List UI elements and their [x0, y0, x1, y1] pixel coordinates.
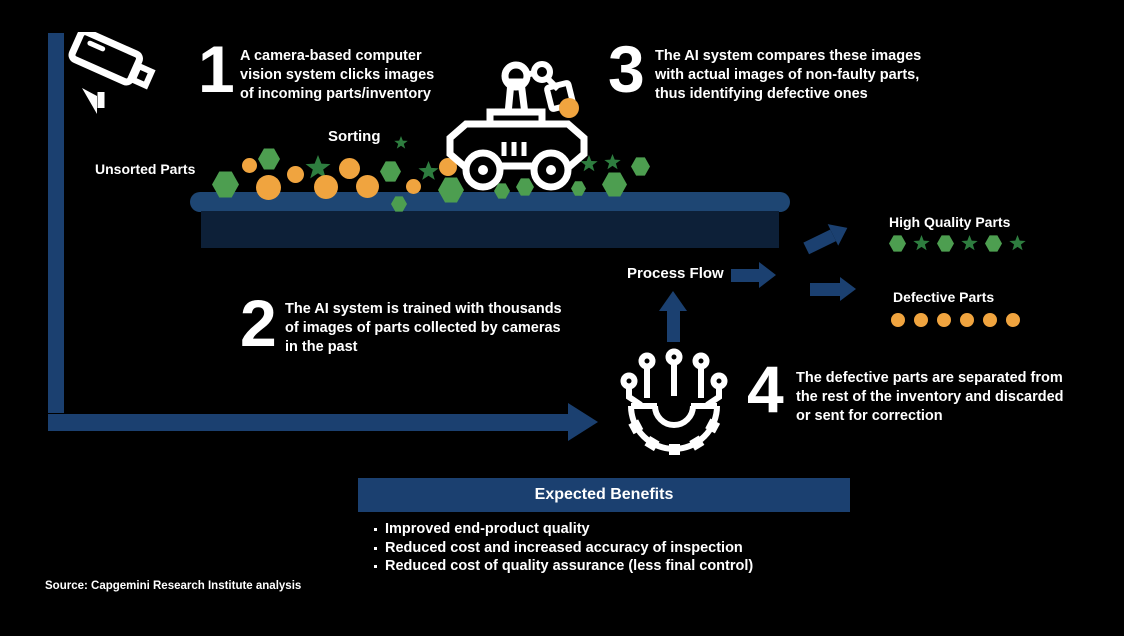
part-circle	[242, 158, 257, 173]
to-high-quality-arrow	[801, 217, 853, 259]
process-flow-right-arrow	[731, 262, 776, 288]
part-circle	[1006, 313, 1020, 327]
process-flow-label: Process Flow	[627, 265, 724, 282]
part-circle	[891, 313, 905, 327]
part-circle	[406, 179, 421, 194]
arrow-shaft	[803, 229, 836, 254]
benefit-item: Reduced cost of quality assurance (less …	[372, 557, 842, 576]
part-star	[418, 161, 439, 180]
benefits-list: Improved end-product quality Reduced cos…	[372, 520, 842, 576]
unsorted-parts-label: Unsorted Parts	[95, 161, 196, 177]
to-defective-arrow	[810, 277, 856, 301]
cctv-camera-icon	[68, 32, 156, 114]
part-star	[394, 136, 408, 149]
part-hexagon	[889, 235, 906, 252]
arrow-head	[759, 262, 776, 288]
arrow-head	[568, 403, 598, 441]
flow-vertical-bar	[48, 33, 64, 413]
step-2-text: The AI system is trained with thousands …	[285, 301, 562, 355]
expected-benefits-title: Expected Benefits	[534, 486, 674, 503]
arrow-shaft	[666, 311, 680, 342]
part-star	[961, 235, 978, 251]
arrow-shaft	[48, 413, 568, 431]
step-3-text: The AI system compares these images with…	[655, 48, 922, 102]
part-hexagon	[380, 161, 401, 182]
step-1-number: 1	[198, 32, 235, 106]
part-hexagon	[571, 181, 586, 196]
arrow-head	[840, 277, 856, 301]
robot-sorter-icon	[446, 61, 588, 191]
part-circle	[356, 175, 379, 198]
high-quality-parts-label: High Quality Parts	[889, 214, 1011, 230]
arrow-shaft	[810, 282, 840, 296]
arrow-shaft	[731, 268, 759, 282]
high-quality-parts-row	[889, 235, 1026, 252]
sorting-label: Sorting	[328, 128, 381, 145]
defective-parts-row	[891, 313, 1020, 327]
part-hexagon	[631, 157, 650, 176]
source-note: Source: Capgemini Research Institute ana…	[45, 580, 302, 592]
defective-parts-label: Defective Parts	[893, 289, 995, 305]
step-2-number: 2	[240, 286, 277, 360]
part-hexagon	[516, 178, 534, 196]
part-hexagon	[258, 148, 280, 170]
conveyor-belt-top	[190, 192, 790, 212]
process-flow-up-arrow	[659, 291, 687, 342]
part-star	[604, 154, 621, 170]
part-circle	[256, 175, 281, 200]
part-hexagon	[494, 183, 510, 199]
part-star	[913, 235, 930, 251]
arrow-head	[659, 291, 687, 311]
part-circle	[983, 313, 997, 327]
step-4-number: 4	[747, 352, 784, 426]
step-3-number: 3	[608, 32, 645, 106]
expected-benefits-banner: Expected Benefits	[358, 478, 850, 512]
part-circle	[287, 166, 304, 183]
part-circle	[339, 158, 360, 179]
part-circle	[439, 158, 457, 176]
step-1-text: A camera-based computer vision system cl…	[240, 48, 435, 102]
part-circle	[914, 313, 928, 327]
benefit-item: Reduced cost and increased accuracy of i…	[372, 539, 842, 558]
part-circle	[937, 313, 951, 327]
step-4-text: The defective parts are separated from t…	[796, 370, 1064, 424]
part-hexagon	[985, 235, 1002, 252]
conveyor-belt-body	[201, 211, 779, 248]
part-hexagon	[937, 235, 954, 252]
flow-arrow-to-ai	[48, 403, 598, 441]
part-circle	[314, 175, 338, 199]
part-hexagon	[391, 196, 407, 212]
part-star	[1009, 235, 1026, 251]
ai-gear-circuit-icon	[620, 348, 728, 455]
part-circle	[960, 313, 974, 327]
benefit-item: Improved end-product quality	[372, 520, 842, 539]
